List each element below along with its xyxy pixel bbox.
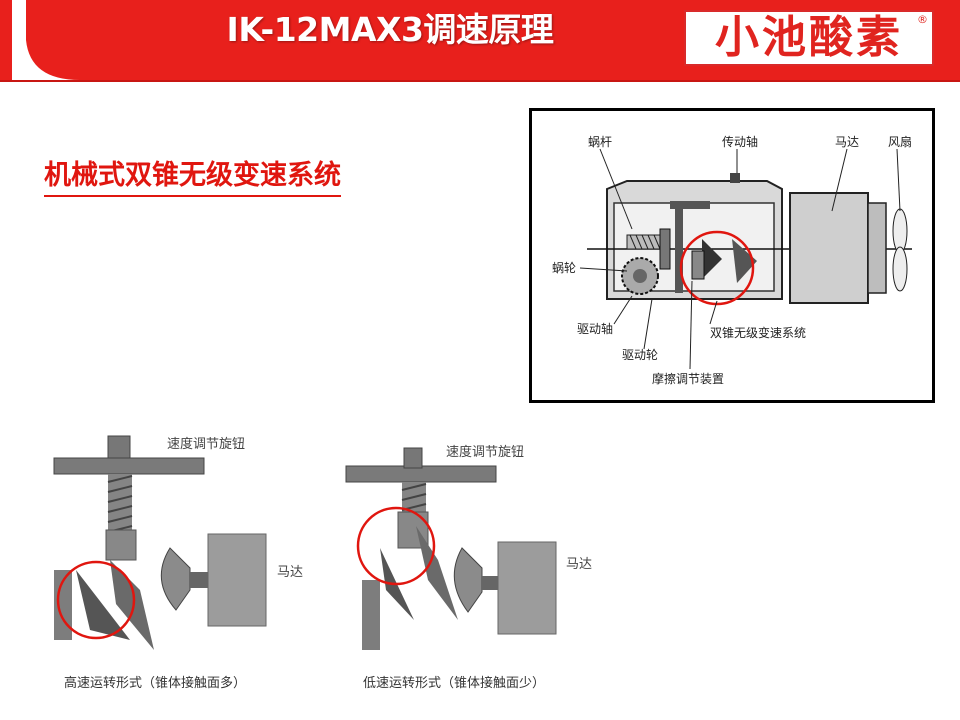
low-speed-drawing [345, 447, 557, 650]
label-drive-wheel: 驱动轮 [622, 348, 659, 362]
low-speed-figure: 速度调节旋钮 马达 [340, 430, 630, 660]
high-speed-figure: 速度调节旋钮 马达 [50, 430, 340, 660]
low-speed-caption: 低速运转形式（锥体接触面少） [363, 676, 546, 691]
mechanism-diagram: 蜗杆 传动轴 马达 风扇 蜗轮 驱动轴 驱动轮 双锥无级变速系统 摩擦调节装置 [529, 108, 935, 403]
label-worm-wheel: 蜗轮 [552, 261, 577, 275]
label-drive-shaft-top: 传动轴 [722, 135, 759, 149]
header-band: IK-12MAX3调速原理 小池酸素 ® [0, 0, 960, 82]
section-subtitle: 机械式双锥无级变速系统 [44, 158, 341, 197]
registered-mark: ® [917, 13, 928, 26]
brand-logo: 小池酸素 ® [684, 10, 934, 66]
high-speed-drawing [53, 435, 267, 650]
mechanism-drawing [579, 148, 912, 370]
label-worm: 蜗杆 [588, 135, 613, 149]
label-double-cone: 双锥无级变速系统 [710, 326, 807, 340]
label-motor: 马达 [835, 135, 860, 149]
label-friction-adjust: 摩擦调节装置 [652, 372, 725, 386]
high-speed-caption: 高速运转形式（锥体接触面多） [64, 676, 247, 691]
high-speed-motor-label: 马达 [277, 565, 304, 580]
logo-text: 小池酸素 [715, 12, 903, 63]
label-fan: 风扇 [888, 135, 913, 149]
low-speed-knob-label: 速度调节旋钮 [446, 445, 525, 460]
slide-title: IK-12MAX3调速原理 [226, 10, 554, 49]
label-drive-shaft: 驱动轴 [577, 322, 614, 336]
high-speed-knob-label: 速度调节旋钮 [167, 437, 246, 452]
low-speed-motor-label: 马达 [566, 557, 593, 572]
